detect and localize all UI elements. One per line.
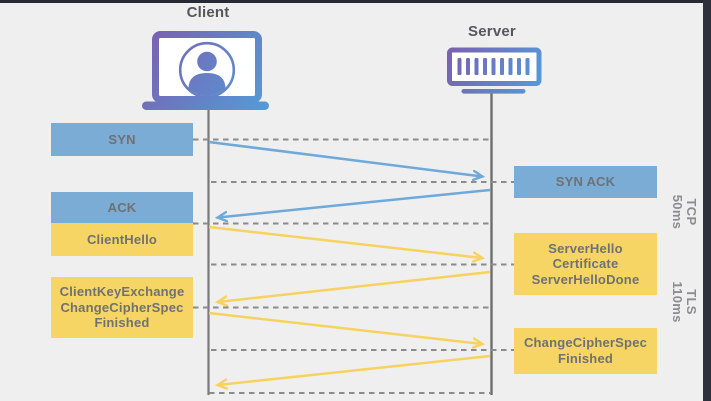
tls-phase-label: TLS 110ms: [662, 267, 706, 337]
server-rack-icon: [447, 47, 542, 94]
syn-arrow: [208, 140, 482, 177]
client-title: Client: [186, 4, 230, 21]
change-cipher-spec-arrow: [218, 354, 491, 385]
client-hello-message-box: ClientHello: [51, 223, 193, 256]
window-right-border: [703, 0, 711, 401]
syn-ack-arrow: [218, 188, 491, 218]
tcp-phase-label: TCP 50ms: [662, 177, 706, 247]
tls-phase-duration: 110ms: [670, 281, 685, 323]
ack-message-box: ACK: [51, 192, 193, 223]
tls-phase-name: TLS: [684, 289, 700, 315]
server-title: Server: [468, 23, 516, 40]
window-top-border: [0, 0, 711, 3]
laptop-user-icon: [142, 31, 269, 110]
client-key-exchange-message-box: ClientKeyExchange ChangeCipherSpec Finis…: [51, 277, 193, 338]
tcp-phase-name: TCP: [684, 198, 700, 226]
avatar-circle-icon: [178, 41, 236, 99]
server-slot-bars: [457, 58, 530, 75]
tcp-phase-duration: 50ms: [670, 194, 685, 230]
change-cipher-spec-message-box: ChangeCipherSpec Finished: [514, 328, 657, 374]
avatar-body-icon: [188, 73, 226, 96]
client-key-exchange-arrow: [208, 311, 482, 344]
client-hello-arrow: [208, 225, 482, 258]
server-hello-arrow: [218, 270, 491, 302]
avatar-head-icon: [197, 51, 217, 72]
server-hello-message-box: ServerHello Certificate ServerHelloDone: [514, 233, 657, 295]
syn-ack-message-box: SYN ACK: [514, 166, 657, 198]
syn-message-box: SYN: [51, 123, 193, 156]
dashed-timelines: [193, 138, 514, 394]
